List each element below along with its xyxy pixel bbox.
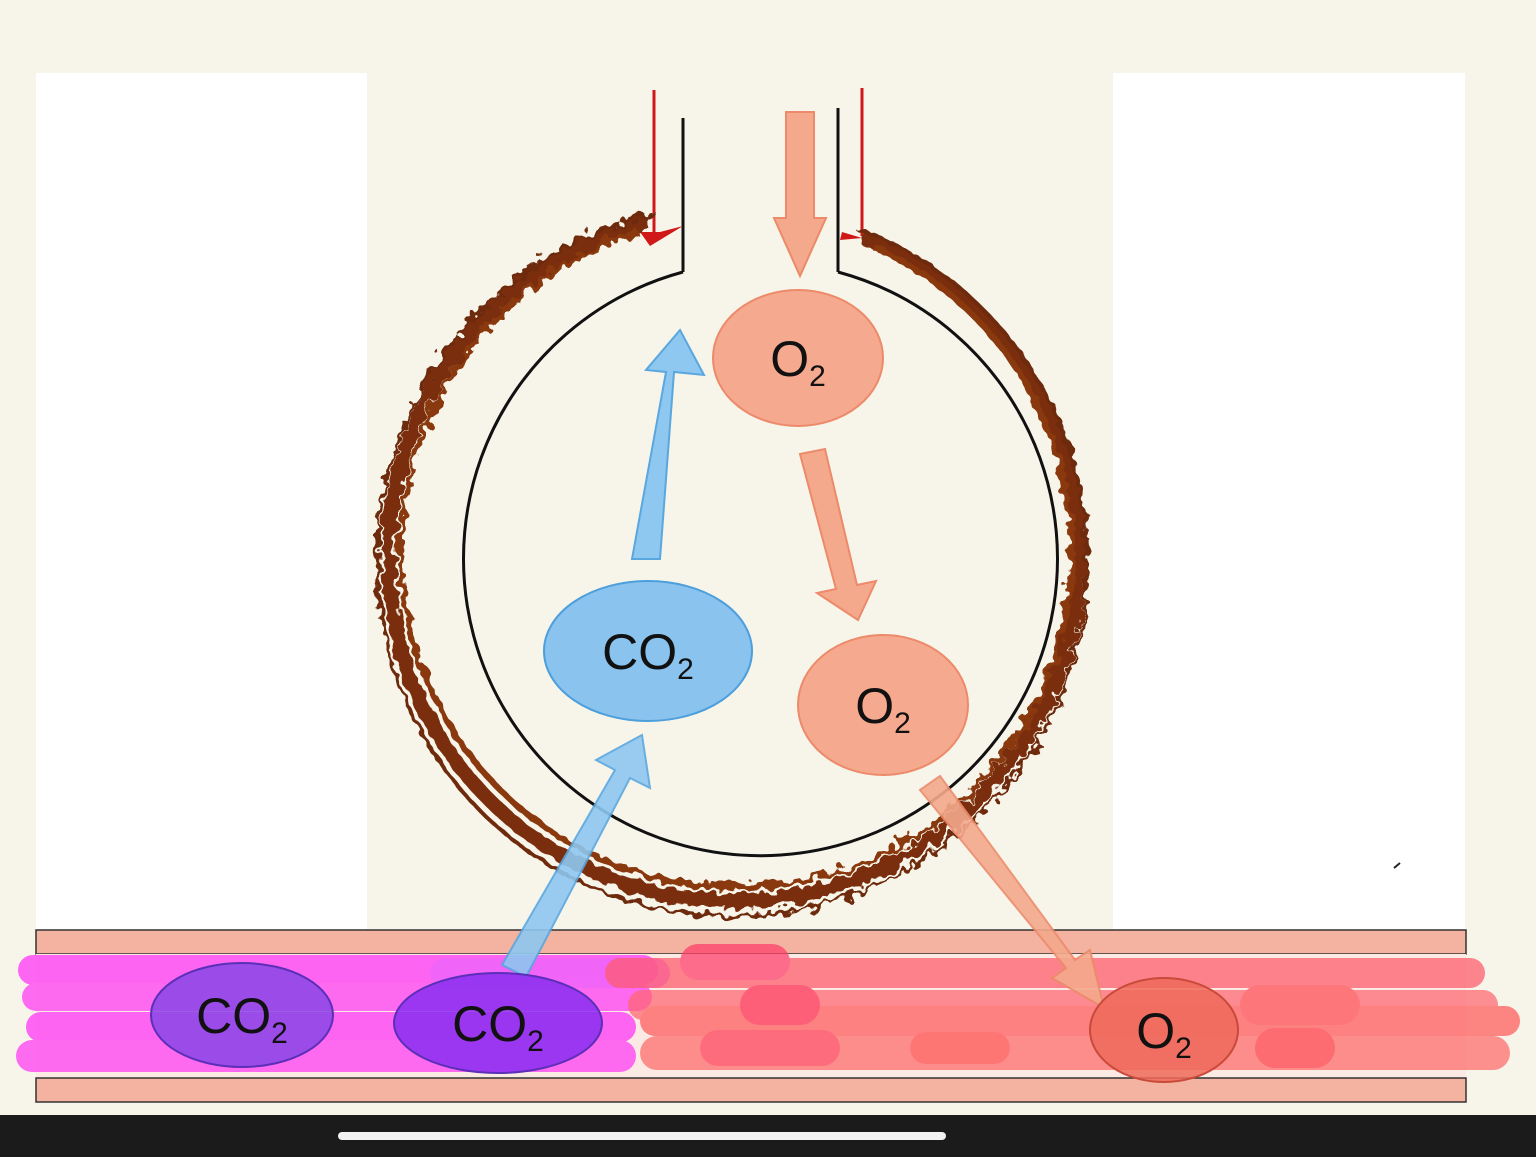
left-white-panel: [36, 73, 367, 933]
oxygenated-blood-highlight: [605, 944, 1520, 1070]
oxygen-inhale-arrow: [772, 111, 828, 279]
oxygen-molecule-vessel: O2: [1089, 977, 1239, 1083]
co2-molecule-vessel-center: CO2: [393, 972, 603, 1074]
oxygen-label: O2: [855, 678, 911, 740]
alveolus-gas-exchange-diagram: O2 O2 CO2 CO2 CO2 O2: [16, 88, 1520, 1103]
oxygen-label: O2: [1136, 1003, 1192, 1065]
system-home-bar: [0, 1115, 1536, 1157]
alveolus-wall: [462, 270, 1059, 858]
co2-exhale-arrow: [630, 328, 706, 560]
oxygen-molecule-middle: O2: [797, 634, 969, 776]
co2-molecule-vessel-left: CO2: [150, 962, 334, 1068]
co2-label: CO2: [452, 996, 544, 1058]
oxygen-diffusion-arrow-inner: [798, 447, 878, 622]
oxygen-molecule-top: O2: [712, 289, 884, 427]
capillary-network-scribble: [375, 212, 1090, 918]
bronchiole-tube: [640, 88, 864, 272]
co2-label: CO2: [602, 624, 694, 686]
co2-label: CO2: [196, 988, 288, 1050]
home-indicator[interactable]: [338, 1132, 946, 1140]
oxygen-diffusion-arrow-to-blood: [918, 774, 1106, 1011]
stray-pen-mark: [1393, 862, 1401, 869]
co2-molecule-alveolus: CO2: [543, 580, 753, 722]
oxygen-label: O2: [770, 331, 826, 393]
co2-diffusion-arrow: [500, 733, 652, 979]
right-white-panel: [1113, 73, 1465, 933]
vessel-wall-bottom: [35, 1077, 1467, 1103]
